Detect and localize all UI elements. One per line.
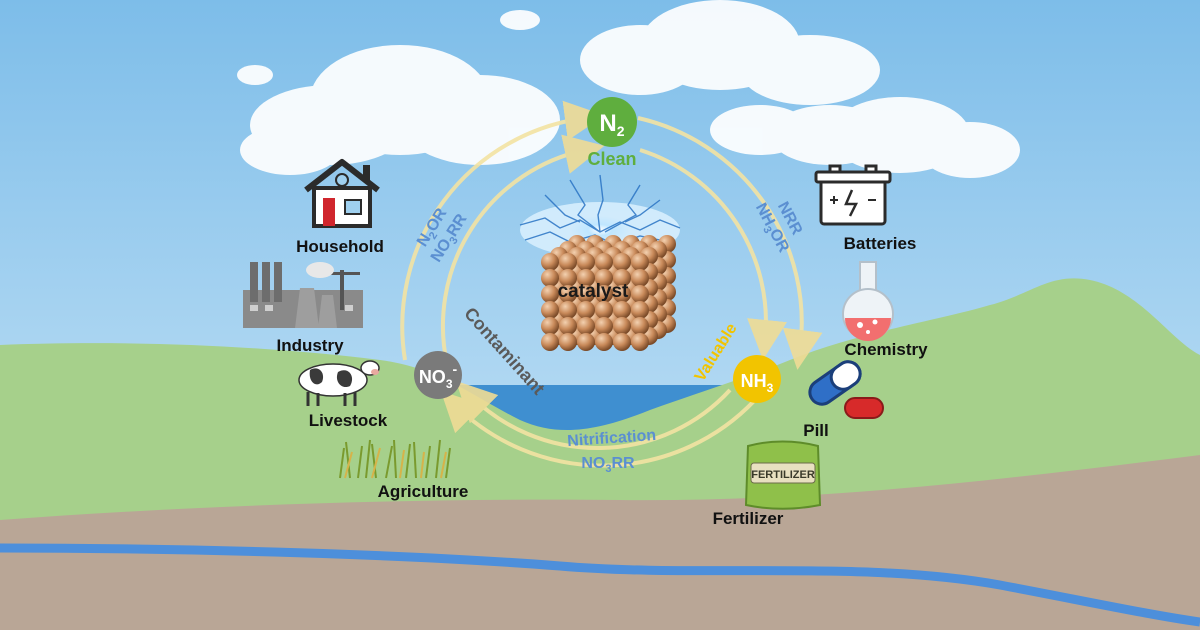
household-label: Household [296, 237, 384, 256]
catalyst-sphere [631, 317, 649, 335]
catalyst-sphere [595, 317, 613, 335]
fertilizer-label: Fertilizer [713, 509, 784, 528]
catalyst-sphere [631, 301, 649, 319]
catalyst-sphere [613, 317, 631, 335]
house-icon [304, 159, 380, 228]
catalyst-sphere [559, 285, 577, 303]
catalyst-sphere [595, 269, 613, 287]
catalyst-sphere [613, 269, 631, 287]
fertilizer-bag-icon: FERTILIZER [744, 440, 822, 510]
industry-label: Industry [276, 336, 344, 355]
catalyst-sphere [559, 253, 577, 271]
no3-node: NO3- [414, 351, 462, 399]
catalyst-sphere [577, 317, 595, 335]
catalyst-sphere [595, 285, 613, 303]
arrow-label-nitrification-no3rr: Nitrification NO3RR [567, 427, 657, 475]
no3-formula: NO3- [419, 361, 458, 391]
catalyst-sphere [631, 333, 649, 351]
catalyst-sphere [595, 333, 613, 351]
catalyst-sphere [631, 253, 649, 271]
catalyst-sphere [613, 285, 631, 303]
catalyst-spheres [541, 235, 676, 351]
catalyst-sphere [613, 301, 631, 319]
n2-circle [587, 97, 637, 147]
catalyst-sphere [577, 253, 595, 271]
nh3-node: NH3 [733, 355, 781, 403]
river [0, 543, 1200, 627]
catalyst-sphere [541, 301, 559, 319]
catalyst-sphere [595, 253, 613, 271]
catalyst-sphere [559, 317, 577, 335]
soil-layer [0, 455, 1200, 630]
catalyst-label: catalyst [558, 281, 629, 302]
batteries-label: Batteries [844, 234, 917, 253]
pill-label: Pill [803, 421, 829, 440]
catalyst-sphere [577, 269, 595, 287]
nh3-formula: NH3 [741, 371, 774, 395]
no3-circle [414, 351, 462, 399]
catalyst-sphere [577, 333, 595, 351]
catalyst-sphere [559, 333, 577, 351]
nh3-circle [733, 355, 781, 403]
grass-icon [339, 439, 451, 479]
catalyst-sphere [541, 253, 559, 271]
catalyst-sphere [631, 285, 649, 303]
no3rr-label-bottom: NO3RR [581, 455, 635, 475]
catalyst-sphere [631, 269, 649, 287]
factory-icon [243, 262, 363, 328]
cow-icon [298, 360, 380, 406]
catalyst-sphere [577, 285, 595, 303]
catalyst-sphere [541, 317, 559, 335]
catalyst-sphere [559, 301, 577, 319]
catalyst-sphere [595, 301, 613, 319]
n2-formula: N2 [599, 110, 624, 139]
flask-icon [842, 261, 894, 341]
cycle-ring [400, 100, 823, 468]
catalyst-sphere [559, 269, 577, 287]
chemistry-label: Chemistry [844, 340, 928, 359]
catalyst-sphere [541, 269, 559, 287]
battery-icon [814, 164, 892, 226]
catalyst-sphere [613, 333, 631, 351]
pill-icon [808, 360, 884, 419]
clouds [237, 0, 1020, 178]
nitrification-label: Nitrification [567, 427, 657, 450]
catalyst-sphere [541, 285, 559, 303]
n2-node: N2 Clean [587, 97, 637, 169]
agriculture-label: Agriculture [378, 482, 469, 501]
catalyst-sphere [541, 333, 559, 351]
catalyst-sphere [613, 253, 631, 271]
fertilizer-bag-text: FERTILIZER [751, 469, 815, 481]
livestock-label: Livestock [309, 411, 388, 430]
n2-clean-label: Clean [587, 149, 636, 169]
catalyst-sphere [577, 301, 595, 319]
